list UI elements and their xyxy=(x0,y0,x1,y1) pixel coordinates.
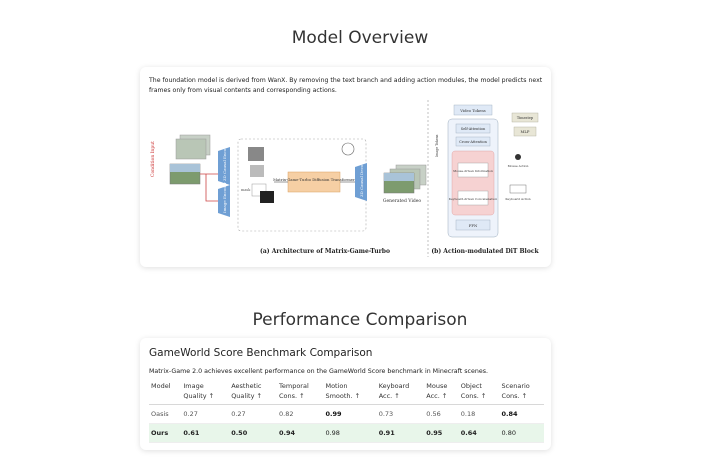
column-header-line: Image xyxy=(183,382,204,390)
video-tokens-block xyxy=(453,104,493,116)
mouse-info-block xyxy=(457,162,489,178)
table-cell: 0.80 xyxy=(499,423,544,443)
mouse-icon xyxy=(515,154,521,160)
causal-encoder-block xyxy=(218,147,230,185)
column-header-line: Cons. ↑ xyxy=(279,392,305,400)
causal-decoder-label: 3D Causal Decoder xyxy=(359,158,364,197)
column-header-line: Quality ↑ xyxy=(231,392,262,400)
benchmark-description: Matrix-Game 2.0 achieves excellent perfo… xyxy=(149,368,488,375)
mlp-label: MLP xyxy=(521,129,530,134)
mask-label: mask xyxy=(241,188,251,192)
image-encoder-label: Image Encoder xyxy=(222,182,227,213)
input-branch-arrow xyxy=(205,174,218,202)
column-header-line: Keyboard xyxy=(378,382,410,390)
latent-a xyxy=(248,147,264,161)
action-icon xyxy=(341,142,355,156)
mask-latent xyxy=(260,191,274,203)
column-header-line: Acc. ↑ xyxy=(378,392,400,400)
table-cell: 0.94 xyxy=(277,423,324,443)
model-overview-card: The foundation model is derived from Wan… xyxy=(140,67,551,267)
action-module-block xyxy=(451,150,495,216)
mlp-block xyxy=(513,126,537,137)
overview-description: The foundation model is derived from Wan… xyxy=(149,77,543,94)
latent-b xyxy=(250,165,264,177)
benchmark-title: GameWorld Score Benchmark Comparison xyxy=(149,347,373,359)
table-cell: 0.56 xyxy=(424,404,459,424)
ffn-label: FFN xyxy=(469,223,478,228)
caption-b: (b) Action-modulated DiT Block xyxy=(431,248,539,255)
table-cell: 0.18 xyxy=(458,404,500,424)
mouse-action-label: Mouse Action xyxy=(508,164,529,168)
ffn-block xyxy=(455,219,491,231)
timestep-label: Timestep xyxy=(517,116,534,120)
generated-video-frames xyxy=(383,164,427,194)
table-cell: 0.91 xyxy=(376,423,425,443)
condition-frames xyxy=(169,134,211,185)
column-header-line: Temporal xyxy=(279,382,309,390)
table-cell: 0.82 xyxy=(277,404,324,424)
timestep-block xyxy=(511,112,539,123)
table-cell: 0.50 xyxy=(229,423,277,443)
cross-attention-label: Cross-Attention xyxy=(459,140,487,144)
column-header-line: Smooth. ↑ xyxy=(325,392,361,400)
keyboard-concat-block xyxy=(457,190,489,206)
model-overview-heading: Model Overview xyxy=(291,28,429,48)
mouse-info-label: Mouse-driven Information xyxy=(453,169,493,173)
image-encoder-block xyxy=(218,185,230,217)
keyboard-action-label: Keyboard Action xyxy=(505,197,530,201)
column-header-line: Aesthetic xyxy=(231,382,262,390)
benchmark-card: GameWorld Score Benchmark Comparison Mat… xyxy=(140,338,551,450)
column-header-line: Scenario xyxy=(501,382,530,390)
table-cell: 0.64 xyxy=(458,423,500,443)
transformer-label: Matrix-Game-Turbo Diffusion Transformer xyxy=(273,177,355,182)
keyboard-icon xyxy=(509,184,527,194)
column-header-line: Acc. ↑ xyxy=(426,392,448,400)
table-cell: 0.27 xyxy=(229,404,277,424)
generated-video-label: Generated Video xyxy=(383,198,422,204)
table-cell: 0.84 xyxy=(499,404,544,424)
column-header-line: Mouse xyxy=(426,382,448,390)
transformer-block xyxy=(287,171,341,193)
performance-heading: Performance Comparison xyxy=(252,310,468,330)
caption-a: (a) Architecture of Matrix-Game-Turbo xyxy=(260,248,390,255)
causal-encoder-label: 3D Causal Encoder xyxy=(222,142,227,181)
self-attention-block xyxy=(455,123,491,134)
causal-decoder-block xyxy=(355,163,367,201)
column-header-line: Quality ↑ xyxy=(183,392,215,400)
table-cell: 0.27 xyxy=(181,404,230,424)
column-header-line: Motion xyxy=(325,382,348,390)
image-tokens-label: Image Tokens xyxy=(435,134,439,157)
column-header-line: Cons. ↑ xyxy=(501,392,528,400)
column-header-line: Cons. ↑ xyxy=(460,392,487,400)
column-header-line: Object xyxy=(460,382,482,390)
table-cell: 0.98 xyxy=(323,423,377,443)
column-header-line: Model xyxy=(151,382,171,390)
table-cell: 0.99 xyxy=(323,404,377,424)
condition-input-label: Condition Input xyxy=(150,141,156,177)
self-attention-label: Self-Attention xyxy=(461,127,486,131)
video-tokens-label: Video Tokens xyxy=(459,108,486,113)
table-cell: 0.61 xyxy=(181,423,230,443)
table-cell: 0.73 xyxy=(376,404,425,424)
table-cell: Oasis xyxy=(149,404,182,424)
table-cell: Ours xyxy=(149,423,182,443)
cross-attention-block xyxy=(455,136,491,147)
architecture-diagram: Condition Input 3D Causal Encoder Image … xyxy=(150,100,540,257)
column-header: Model xyxy=(149,380,182,405)
keyboard-concat-label: Keyboard-driven Concatenation xyxy=(449,197,497,201)
table-cell: 0.95 xyxy=(424,423,459,443)
